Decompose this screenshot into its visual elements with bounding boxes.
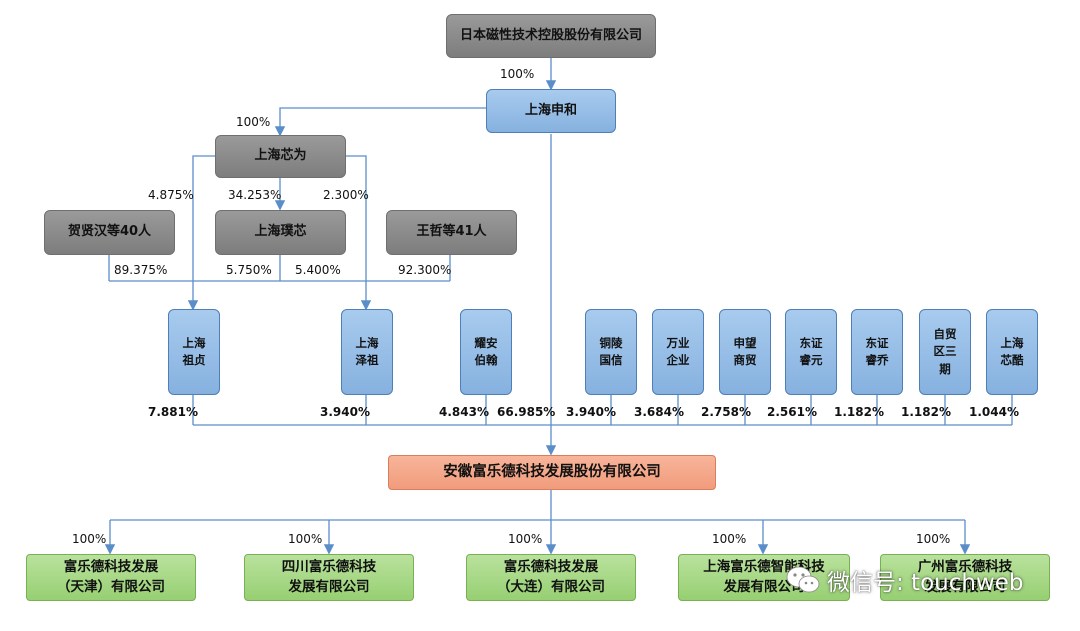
subsidiary-pct: 100% [288,532,323,546]
shareholder-pct: 3.940% [566,405,616,419]
subsidiary-pct: 100% [712,532,747,546]
wechat-icon [786,566,820,593]
shanghai-pingxin-node: 上海璞芯 [215,210,346,255]
watermark-text: 微信号: touchweb [827,570,1024,596]
shareholder-node: 上海 泽祖 [341,309,393,395]
pct-xinwei-to-zezu: 2.300% [323,188,369,202]
shareholder-label: 耀安 伯翰 [474,335,498,367]
subsidiary-label: 富乐德科技发展 （大连）有限公司 [497,558,605,595]
hexianhan-node: 贺贤汉等40人 [44,210,175,255]
shanghai-xinwei-label: 上海芯为 [254,148,307,164]
shareholder-pct: 3.940% [320,405,370,419]
shareholder-node: 铜陵 国信 [585,309,637,395]
main-company-label: 安徽富乐德科技发展股份有限公司 [443,464,661,481]
shareholder-pct: 2.561% [767,405,817,419]
shanghai-shenhe-node: 上海申和 [486,89,616,133]
pct-top-to-shenhe: 100% [500,67,535,81]
pct-pingxin-left: 5.750% [226,263,272,277]
wangzhe-label: 王哲等41人 [416,224,487,240]
top-company-node: 日本磁性技术控股股份有限公司 [446,14,656,58]
shareholder-label: 自贸 区三 期 [933,327,957,376]
top-company-label: 日本磁性技术控股股份有限公司 [459,27,642,43]
subsidiary-node: 四川富乐德科技 发展有限公司 [244,554,414,601]
pct-pingxin-right: 5.400% [295,263,341,277]
shareholder-pct: 1.044% [969,405,1019,419]
shareholder-label: 上海 泽祖 [355,335,379,367]
wangzhe-node: 王哲等41人 [386,210,517,255]
shareholder-label: 上海 祖贞 [182,335,206,367]
shanghai-xinwei-node: 上海芯为 [215,135,346,178]
shareholder-label: 申望 商贸 [733,335,757,367]
pct-wangzhe: 92.300% [398,263,452,277]
subsidiary-pct: 100% [508,532,543,546]
subsidiary-label: 四川富乐德科技 发展有限公司 [281,558,377,595]
shareholder-node: 万业 企业 [652,309,704,395]
shenhe-direct-pct: 66.985% [497,405,556,419]
subsidiary-node: 广州富乐德科技 发展有限公司 [880,554,1050,601]
shareholder-pct: 7.881% [148,405,198,419]
subsidiary-node: 富乐德科技发展 （天津）有限公司 [26,554,196,601]
pct-xinwei-to-zuzhen: 4.875% [148,188,194,202]
shareholder-node: 东证 睿乔 [851,309,903,395]
pct-hexianhan: 89.375% [114,263,168,277]
shareholder-pct: 1.182% [834,405,884,419]
subsidiary-label: 广州富乐德科技 发展有限公司 [917,558,1013,595]
shareholder-node: 东证 睿元 [785,309,837,395]
shareholder-node: 申望 商贸 [719,309,771,395]
shareholder-pct: 4.843% [439,405,489,419]
subsidiary-node: 富乐德科技发展 （大连）有限公司 [466,554,636,601]
wechat-watermark: 微信号: touchweb [785,563,1024,597]
shareholder-node: 上海 芯酷 [986,309,1038,395]
shareholder-label: 铜陵 国信 [599,335,623,367]
shareholder-node: 自贸 区三 期 [919,309,971,395]
subsidiary-pct: 100% [916,532,951,546]
shareholder-node: 耀安 伯翰 [460,309,512,395]
shareholder-pct: 3.684% [634,405,684,419]
subsidiary-node: 上海富乐德智能科技 发展有限公司 [678,554,850,601]
hexianhan-label: 贺贤汉等40人 [67,224,152,240]
shareholder-label: 东证 睿元 [799,335,823,367]
subsidiary-label: 富乐德科技发展 （天津）有限公司 [57,558,165,595]
shareholder-pct: 2.758% [701,405,751,419]
shareholder-pct: 1.182% [901,405,951,419]
subsidiary-pct: 100% [72,532,107,546]
shanghai-shenhe-label: 上海申和 [524,102,577,118]
pct-xinwei-to-pingxin: 34.253% [228,188,282,202]
shareholder-label: 万业 企业 [666,335,690,367]
shareholder-label: 东证 睿乔 [865,335,889,367]
main-company-node: 安徽富乐德科技发展股份有限公司 [388,455,716,490]
shareholder-node: 上海 祖贞 [168,309,220,395]
pct-shenhe-to-xinwei: 100% [236,115,271,129]
shareholder-label: 上海 芯酷 [1000,335,1024,367]
shanghai-pingxin-label: 上海璞芯 [254,224,307,240]
